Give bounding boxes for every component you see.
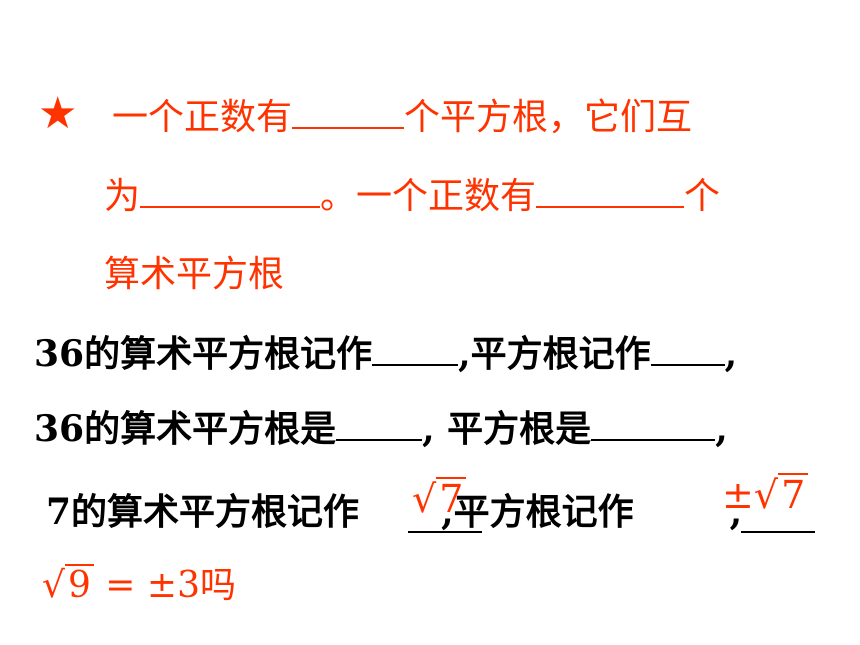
equation-rest: = ±3吗 bbox=[93, 565, 236, 606]
line-positive-root-count: 一个正数有 个平方根，它们互 bbox=[112, 88, 692, 140]
radicand: 7 bbox=[436, 477, 467, 521]
text-segment: ,平方根记作 bbox=[441, 491, 634, 533]
text-segment: 个平方根，它们互 bbox=[404, 97, 693, 138]
radicand: 7 bbox=[778, 473, 809, 517]
answer-blank bbox=[140, 174, 321, 208]
answer-blank bbox=[650, 332, 725, 366]
line-36-value: 36的算术平方根是 , 平方根是, bbox=[34, 400, 728, 452]
line-36-notation: 36的算术平方根记作 ,平方根记作, bbox=[34, 325, 737, 377]
star-icon: ★ bbox=[38, 88, 78, 139]
answer-blank bbox=[336, 407, 423, 441]
answer-blank bbox=[536, 174, 685, 208]
sqrt-7-expression: √7 bbox=[412, 477, 467, 521]
text-segment: , bbox=[729, 491, 743, 533]
radical-icon: √ bbox=[42, 565, 65, 606]
text-segment: , 平方根是 bbox=[422, 408, 592, 450]
plus-minus-sign: ± bbox=[722, 473, 754, 517]
answer-blank bbox=[591, 407, 716, 441]
sqrt-9-question: √9 = ±3吗 bbox=[42, 556, 236, 608]
answer-blank-underline bbox=[741, 531, 815, 533]
text-segment: 36的算术平方根记作 bbox=[34, 333, 373, 375]
line-arithmetic-root: 算术平方根 bbox=[104, 254, 285, 295]
text-segment: , bbox=[724, 333, 738, 375]
text-segment: 7的算术平方根记作 bbox=[46, 491, 360, 533]
radicand: 9 bbox=[64, 564, 94, 606]
line-opposite-numbers: 为 。一个正数有 个 bbox=[104, 167, 720, 219]
radical-icon: √ bbox=[412, 477, 437, 521]
text-segment: , bbox=[715, 408, 728, 450]
radical-icon: √ bbox=[753, 473, 779, 517]
text-segment: 为 bbox=[104, 176, 141, 217]
pm-sqrt-7-expression: ±√7 bbox=[722, 473, 809, 517]
answer-blank bbox=[372, 332, 459, 366]
text-segment: 。一个正数有 bbox=[320, 176, 537, 217]
text-segment: 36的算术平方根是 bbox=[34, 408, 337, 450]
answer-blank bbox=[292, 95, 405, 129]
text-segment: 一个正数有 bbox=[112, 97, 293, 138]
line-7-notation: 7的算术平方根记作 ,平方根记作, bbox=[46, 483, 742, 535]
answer-blank-underline bbox=[408, 531, 482, 533]
text-segment: 个 bbox=[684, 176, 721, 217]
text-segment: ,平方根记作 bbox=[458, 333, 651, 375]
